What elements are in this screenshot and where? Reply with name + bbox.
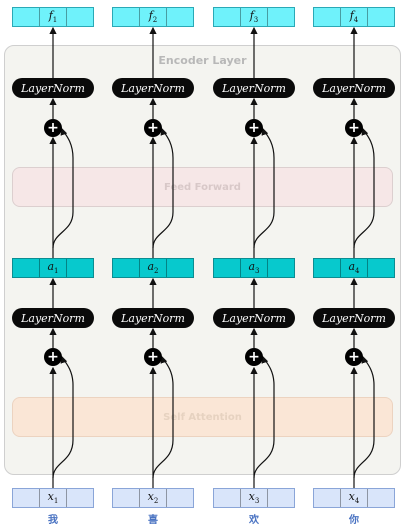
f3-subscript: 3 <box>253 16 259 25</box>
layernorm-top-2: LayerNorm <box>112 78 194 98</box>
layernorm-bottom-4: LayerNorm <box>313 308 395 328</box>
a2-symbol: a <box>147 260 155 274</box>
layernorm-bottom-2: LayerNorm <box>112 308 194 328</box>
output-vector-f1: f1 <box>12 7 94 27</box>
a1-subscript: 1 <box>54 267 59 276</box>
layernorm-top-1: LayerNorm <box>12 78 94 98</box>
plus-top-4-symbol: + <box>348 120 360 136</box>
plus-bottom-2-icon: + <box>144 348 162 366</box>
plus-bottom-1-icon: + <box>44 348 62 366</box>
f3-symbol: f <box>249 9 254 23</box>
a3-subscript: 3 <box>255 267 260 276</box>
self-attention-label: Self Attention <box>163 411 242 423</box>
a4-symbol: a <box>348 260 356 274</box>
attention-vector-a2: a2 <box>112 258 194 278</box>
f1-symbol: f <box>48 9 53 23</box>
feed-forward-label: Feed Forward <box>164 181 241 193</box>
layernorm-top-3-label: LayerNorm <box>222 81 286 95</box>
attention-vector-a1: a1 <box>12 258 94 278</box>
x1-symbol: x <box>47 490 54 504</box>
x2-symbol: x <box>147 490 154 504</box>
attention-vector-a3: a3 <box>213 258 295 278</box>
layernorm-bottom-1-label: LayerNorm <box>21 311 85 325</box>
output-vector-f4: f4 <box>313 7 395 27</box>
layernorm-bottom-4-label: LayerNorm <box>322 311 386 325</box>
layernorm-top-3: LayerNorm <box>213 78 295 98</box>
layernorm-top-1-label: LayerNorm <box>21 81 85 95</box>
token-4: 你 <box>349 515 359 526</box>
x3-symbol: x <box>248 490 255 504</box>
output-vector-f2: f2 <box>112 7 194 27</box>
output-vector-f3: f3 <box>213 7 295 27</box>
plus-bottom-4-symbol: + <box>348 349 360 365</box>
a2-subscript: 2 <box>154 267 159 276</box>
plus-bottom-2-symbol: + <box>147 349 159 365</box>
layernorm-bottom-2-label: LayerNorm <box>121 311 185 325</box>
input-vector-x1: x1 <box>12 488 94 508</box>
layernorm-top-4: LayerNorm <box>313 78 395 98</box>
plus-top-3-icon: + <box>245 119 263 137</box>
layernorm-top-4-label: LayerNorm <box>322 81 386 95</box>
layernorm-bottom-3: LayerNorm <box>213 308 295 328</box>
x4-symbol: x <box>348 490 355 504</box>
plus-bottom-1-symbol: + <box>47 349 59 365</box>
layernorm-bottom-3-label: LayerNorm <box>222 311 286 325</box>
input-vector-x3: x3 <box>213 488 295 508</box>
token-1: 我 <box>48 515 58 526</box>
token-2: 喜 <box>148 515 158 526</box>
x2-subscript: 2 <box>153 497 159 506</box>
x4-subscript: 4 <box>354 497 360 506</box>
layernorm-bottom-1: LayerNorm <box>12 308 94 328</box>
x1-subscript: 1 <box>53 497 59 506</box>
f4-subscript: 4 <box>353 16 359 25</box>
f2-subscript: 2 <box>152 16 158 25</box>
token-3: 欢 <box>249 515 259 526</box>
plus-top-1-symbol: + <box>47 120 59 136</box>
a3-symbol: a <box>248 260 256 274</box>
plus-top-2-icon: + <box>144 119 162 137</box>
plus-top-1-icon: + <box>44 119 62 137</box>
feed-forward-block: Feed Forward <box>12 167 393 207</box>
plus-top-4-icon: + <box>345 119 363 137</box>
f4-symbol: f <box>349 9 354 23</box>
attention-vector-a4: a4 <box>313 258 395 278</box>
x3-subscript: 3 <box>254 497 260 506</box>
plus-bottom-4-icon: + <box>345 348 363 366</box>
a4-subscript: 4 <box>355 267 360 276</box>
plus-bottom-3-icon: + <box>245 348 263 366</box>
self-attention-block: Self Attention <box>12 397 393 437</box>
input-vector-x2: x2 <box>112 488 194 508</box>
plus-top-3-symbol: + <box>248 120 260 136</box>
a1-symbol: a <box>47 260 55 274</box>
layernorm-top-2-label: LayerNorm <box>121 81 185 95</box>
f1-subscript: 1 <box>52 16 58 25</box>
plus-top-2-symbol: + <box>147 120 159 136</box>
f2-symbol: f <box>148 9 153 23</box>
encoder-layer-title: Encoder Layer <box>158 54 247 67</box>
plus-bottom-3-symbol: + <box>248 349 260 365</box>
input-vector-x4: x4 <box>313 488 395 508</box>
